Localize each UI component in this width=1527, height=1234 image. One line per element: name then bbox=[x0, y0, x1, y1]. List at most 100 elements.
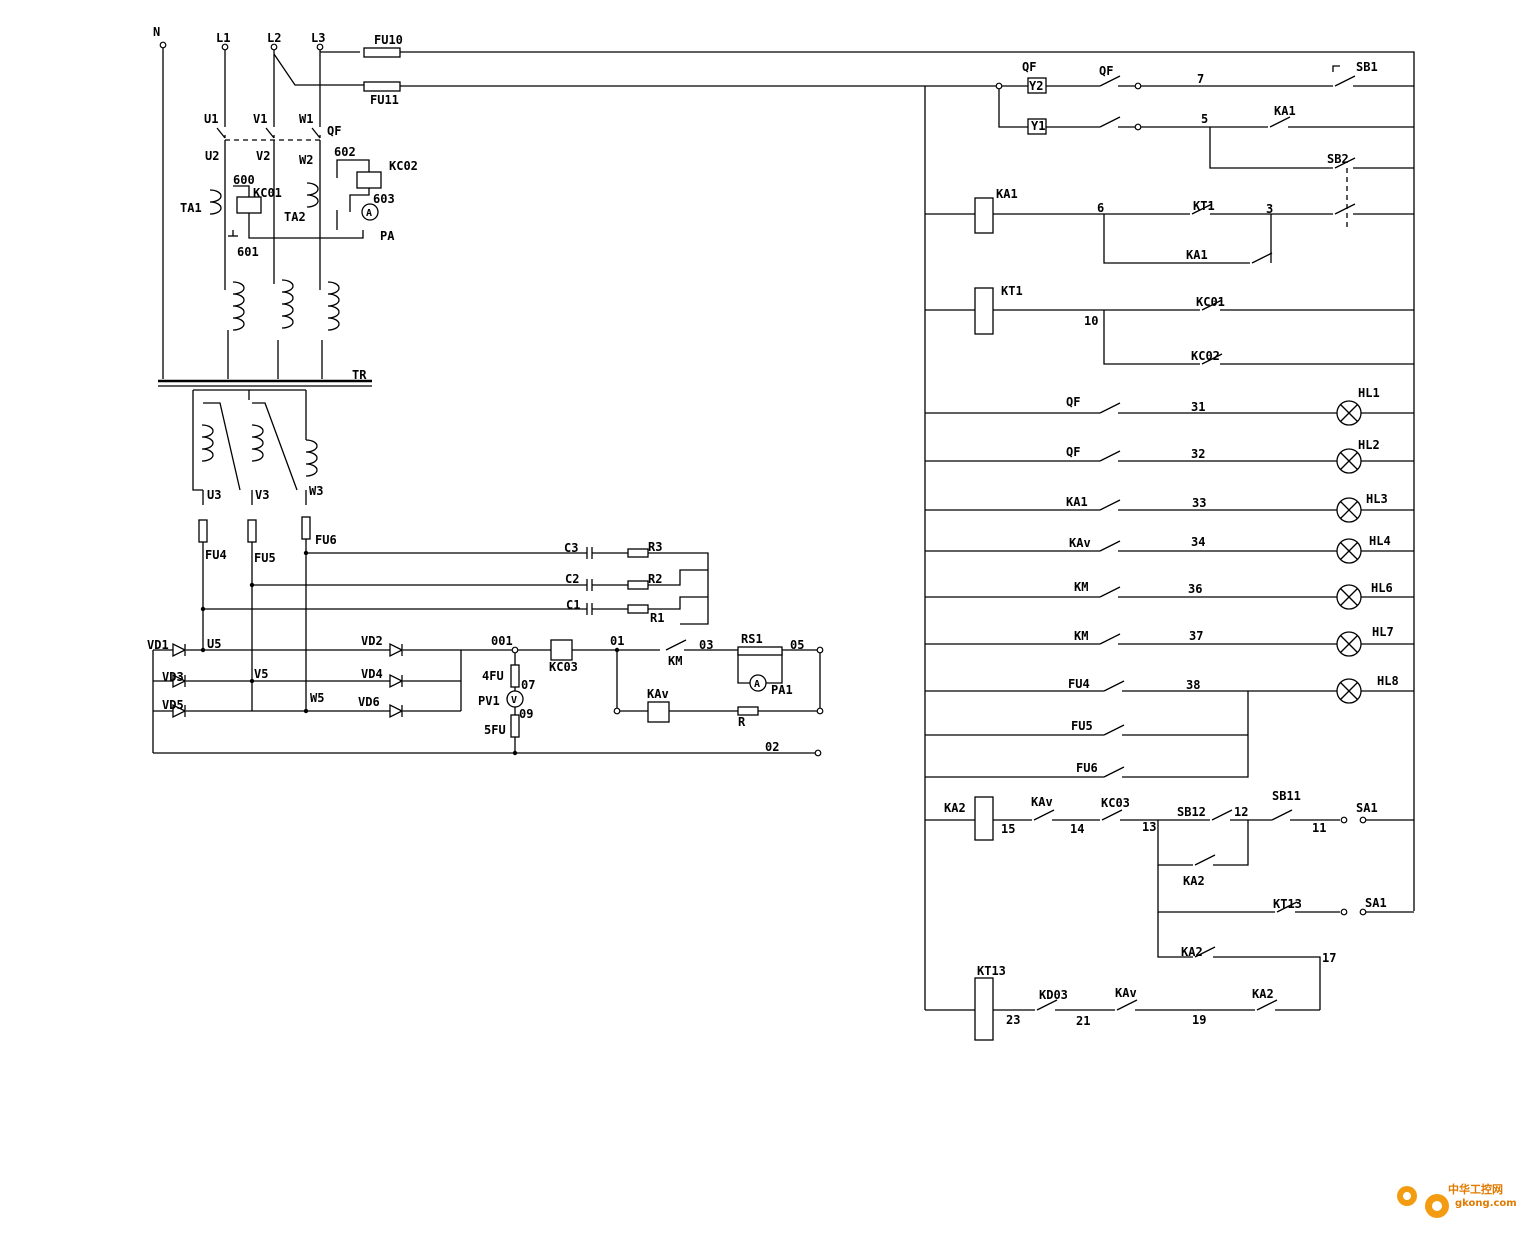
label-km: KM bbox=[1074, 629, 1088, 643]
contact-hl1 bbox=[1099, 402, 1121, 414]
lamp-hl2 bbox=[1336, 448, 1362, 474]
label-v1: V1 bbox=[253, 112, 267, 126]
diode-triangle bbox=[172, 703, 187, 719]
label-hl3: HL3 bbox=[1366, 492, 1388, 506]
contact-sb2-nc bbox=[1334, 203, 1356, 215]
coil-ka2 bbox=[974, 796, 994, 841]
label-v5: V5 bbox=[254, 667, 268, 681]
wire bbox=[311, 127, 321, 139]
wire bbox=[1213, 820, 1249, 866]
label-r3: R3 bbox=[648, 540, 662, 554]
label-w2: W2 bbox=[299, 153, 313, 167]
ammeter-pa: A bbox=[361, 203, 379, 221]
relay-kc01 bbox=[236, 196, 262, 214]
terminal bbox=[816, 707, 824, 715]
diode-triangle bbox=[172, 673, 187, 689]
label-kav: KAv bbox=[1031, 795, 1053, 809]
resistor-r bbox=[737, 706, 759, 716]
label-fu10: FU10 bbox=[374, 33, 403, 47]
wire bbox=[737, 651, 750, 684]
diode-triangle bbox=[389, 642, 404, 658]
terminal bbox=[1340, 908, 1348, 916]
label-ka2: KA2 bbox=[1183, 874, 1205, 888]
contact-hl3 bbox=[1099, 499, 1121, 511]
lamp-hl3 bbox=[1336, 497, 1362, 523]
contact-kav-b bbox=[1116, 999, 1138, 1011]
wire bbox=[192, 390, 203, 491]
label-fu4: FU4 bbox=[1068, 677, 1090, 691]
meter-letter: A bbox=[366, 208, 372, 219]
capacitor-c3 bbox=[586, 547, 593, 559]
wiring bbox=[152, 45, 1415, 1011]
terminal bbox=[1134, 123, 1142, 131]
label-602: 602 bbox=[334, 145, 356, 159]
label-hl8: HL8 bbox=[1377, 674, 1399, 688]
label-tr: TR bbox=[352, 368, 367, 382]
label-31: 31 bbox=[1191, 400, 1205, 414]
label-hl1: HL1 bbox=[1358, 386, 1380, 400]
junction-dot bbox=[303, 550, 309, 556]
wire bbox=[349, 188, 370, 212]
contact-fu5 bbox=[1103, 724, 1125, 736]
wire bbox=[1213, 956, 1321, 1010]
meter-letter: A bbox=[754, 679, 760, 690]
lamp-cross bbox=[1340, 501, 1358, 519]
label-05: 05 bbox=[790, 638, 804, 652]
wire bbox=[1103, 214, 1250, 264]
contact-ka1-a bbox=[1269, 116, 1291, 128]
diode-vd2 bbox=[389, 642, 404, 658]
components: AAV bbox=[158, 41, 1367, 1041]
label-hl2: HL2 bbox=[1358, 438, 1380, 452]
label-5: 5 bbox=[1201, 112, 1208, 126]
shunt-rs1 bbox=[737, 646, 783, 656]
fuse-fu6 bbox=[301, 516, 311, 540]
label-5fu: 5FU bbox=[484, 723, 506, 737]
terminal bbox=[1359, 908, 1367, 916]
label-kc02: KC02 bbox=[1191, 349, 1220, 363]
relay-kc03 bbox=[550, 639, 573, 661]
contact-hl8 bbox=[1103, 680, 1125, 692]
label-n: N bbox=[153, 25, 160, 39]
label-y2: Y2 bbox=[1029, 79, 1043, 93]
label-ka2: KA2 bbox=[1181, 945, 1203, 959]
label-601: 601 bbox=[237, 245, 259, 259]
relay-kc02 bbox=[356, 171, 382, 189]
diode-vd6 bbox=[389, 703, 404, 719]
label-hl7: HL7 bbox=[1372, 625, 1394, 639]
fuse-fu5 bbox=[247, 519, 257, 543]
wire bbox=[248, 213, 364, 239]
diode-vd4 bbox=[389, 673, 404, 689]
junction-dot bbox=[200, 647, 206, 653]
lamp-hl6 bbox=[1336, 584, 1362, 610]
label-v2: V2 bbox=[256, 149, 270, 163]
label-vd3: VD3 bbox=[162, 670, 184, 684]
label-kt13: KT13 bbox=[977, 964, 1006, 978]
contact-kc03-b bbox=[1101, 809, 1123, 821]
lamp-hl1 bbox=[1336, 400, 1362, 426]
diode-vd5 bbox=[172, 703, 187, 719]
contact-hl7 bbox=[1099, 633, 1121, 645]
terminal bbox=[1359, 816, 1367, 824]
label-07: 07 bbox=[521, 678, 535, 692]
junction-dot bbox=[249, 678, 255, 684]
label-13: 13 bbox=[1142, 820, 1156, 834]
wire bbox=[336, 159, 370, 178]
label-c3: C3 bbox=[564, 541, 578, 555]
label-3: 3 bbox=[1266, 202, 1273, 216]
label-kt1: KT1 bbox=[1001, 284, 1023, 298]
label-qf: QF bbox=[1066, 445, 1080, 459]
contact-kc01 bbox=[1201, 299, 1223, 311]
fuse-fu10 bbox=[363, 47, 401, 58]
wire bbox=[998, 86, 1028, 128]
contact-ka2-a bbox=[1194, 854, 1216, 866]
wire bbox=[252, 402, 298, 491]
contact-hl4 bbox=[1099, 540, 1121, 552]
junction-dot bbox=[303, 708, 309, 714]
contact-sb12 bbox=[1211, 809, 1233, 821]
label-w1: W1 bbox=[299, 112, 313, 126]
wire bbox=[616, 650, 648, 712]
fuse-4fu bbox=[510, 664, 520, 688]
wire bbox=[1157, 820, 1193, 866]
terminal bbox=[316, 43, 324, 51]
